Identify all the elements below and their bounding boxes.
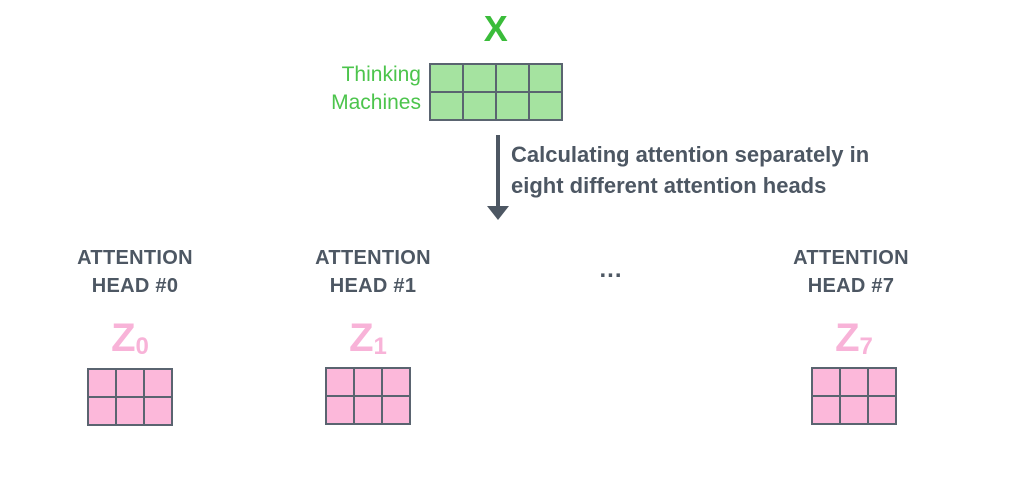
matrix-cell [840, 368, 868, 396]
arrow-caption-line1: Calculating attention separately in [511, 142, 870, 167]
attention-head-7-title: ATTENTION HEAD #7 [751, 244, 951, 300]
down-arrow-head-icon [487, 206, 509, 220]
matrix-cell [382, 368, 410, 396]
matrix-cell [116, 369, 144, 397]
z1-matrix-grid [325, 367, 411, 425]
down-arrow-icon [496, 135, 500, 208]
matrix-cell [496, 92, 529, 120]
matrix-cell [326, 368, 354, 396]
z1-base: Z [349, 316, 374, 360]
matrix-cell [144, 397, 172, 425]
z7-matrix-grid [811, 367, 897, 425]
attention-head-0-title-line1: ATTENTION [77, 247, 193, 269]
matrix-cell [463, 92, 496, 120]
matrix-cell [868, 368, 896, 396]
matrix-cell [812, 368, 840, 396]
matrix-cell [430, 64, 463, 92]
row-label-thinking: Thinking [341, 63, 421, 86]
matrix-cell [812, 396, 840, 424]
matrix-cell [88, 369, 116, 397]
attention-head-7-title-line1: ATTENTION [793, 247, 909, 269]
z0-subscript: 0 [135, 333, 149, 360]
matrix-cell [88, 397, 116, 425]
matrix-cell [463, 64, 496, 92]
z7-label: Z7 [754, 316, 954, 361]
row-label-machines: Machines [331, 91, 421, 114]
matrix-cell [430, 92, 463, 120]
matrix-cell [144, 369, 172, 397]
heads-ellipsis: ... [599, 256, 623, 283]
attention-head-0-title: ATTENTION HEAD #0 [35, 244, 235, 300]
matrix-cell [529, 92, 562, 120]
arrow-caption: Calculating attention separately in eigh… [511, 139, 869, 201]
z0-label: Z0 [30, 316, 230, 361]
attention-head-7-title-line2: HEAD #7 [807, 275, 895, 297]
z0-base: Z [111, 316, 136, 360]
z7-subscript: 7 [859, 333, 873, 360]
matrix-cell [529, 64, 562, 92]
matrix-cell [354, 396, 382, 424]
matrix-cell [382, 396, 410, 424]
input-matrix-label: X [483, 8, 509, 49]
attention-head-1-title-line2: HEAD #1 [329, 275, 417, 297]
matrix-cell [868, 396, 896, 424]
matrix-cell [496, 64, 529, 92]
z1-label: Z1 [268, 316, 468, 361]
z0-matrix-grid [87, 368, 173, 426]
attention-head-1-title-line1: ATTENTION [315, 247, 431, 269]
z1-subscript: 1 [373, 333, 387, 360]
attention-head-0-title-line2: HEAD #0 [91, 275, 179, 297]
matrix-cell [326, 396, 354, 424]
matrix-cell [354, 368, 382, 396]
attention-head-1-title: ATTENTION HEAD #1 [273, 244, 473, 300]
input-matrix-grid [429, 63, 563, 121]
matrix-cell [840, 396, 868, 424]
arrow-caption-line2: eight different attention heads [511, 173, 827, 198]
z7-base: Z [835, 316, 860, 360]
matrix-cell [116, 397, 144, 425]
input-row-labels: Thinking Machines [241, 61, 421, 117]
